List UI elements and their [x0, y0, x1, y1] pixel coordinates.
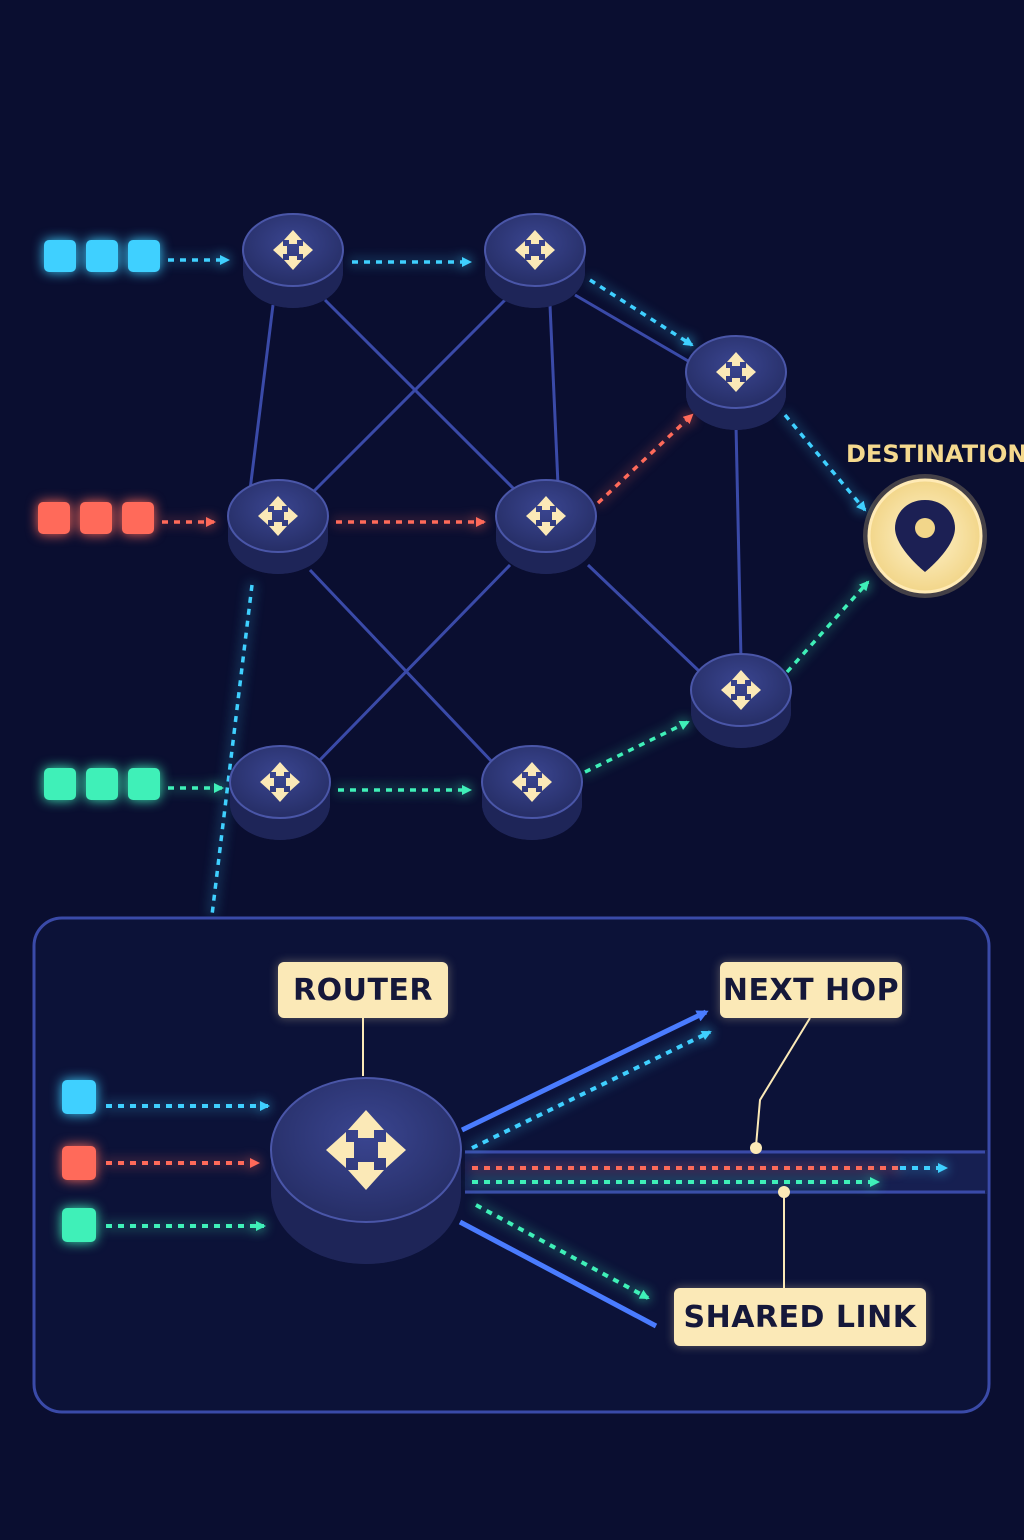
router-label: ROUTER: [278, 962, 448, 1018]
cube-icon: [38, 502, 70, 534]
four-way-arrow-icon: [721, 670, 761, 710]
router-node: [270, 1077, 462, 1264]
cube-icon: [44, 240, 76, 272]
next-hop-label: NEXT HOP: [720, 962, 902, 1018]
green-flows: [168, 580, 870, 795]
cube-icon: [80, 502, 112, 534]
cube-icon: [62, 1080, 96, 1114]
shared-link-band: [465, 1150, 987, 1194]
flow-cyan: [210, 584, 254, 916]
flow-cyan: [589, 278, 694, 347]
cube-icon: [122, 502, 154, 534]
router-node: [484, 213, 586, 308]
router-node: [242, 213, 344, 308]
four-way-arrow-icon: [258, 496, 298, 536]
router-node: [685, 335, 787, 430]
router-node: [495, 479, 597, 574]
four-way-arrow-icon: [260, 762, 300, 802]
outgoing-link-upper: [460, 1009, 709, 1133]
flow-green: [785, 580, 870, 674]
routers: [227, 213, 792, 840]
four-way-arrow-icon: [526, 496, 566, 536]
flow-green: [475, 1203, 650, 1300]
flow-red: [596, 413, 694, 505]
packets-green: [44, 768, 160, 800]
router-node: [690, 653, 792, 748]
next-hop-callout-line: [755, 1017, 811, 1147]
four-way-arrow-icon: [716, 352, 756, 392]
cube-icon: [128, 768, 160, 800]
shared-link-callout-dot: [778, 1186, 790, 1198]
link: [586, 563, 702, 674]
cube-icon: [86, 240, 118, 272]
next-hop-callout-dot: [750, 1142, 762, 1154]
router-large: [270, 1077, 462, 1264]
link: [308, 298, 507, 497]
router-node: [227, 479, 329, 574]
four-way-arrow-icon: [512, 762, 552, 802]
shared-link-label: SHARED LINK: [674, 1288, 926, 1346]
link: [548, 304, 560, 486]
link: [308, 568, 497, 767]
cube-icon: [62, 1146, 96, 1180]
flow-cyan: [783, 413, 867, 512]
link: [574, 293, 696, 367]
destination-label: DESTINATION: [846, 440, 1024, 468]
cyan-flows: [168, 255, 867, 916]
flow-green: [584, 720, 690, 774]
router-node: [481, 745, 583, 840]
outgoing-link-lower: [458, 1219, 658, 1329]
packets-cyan: [44, 240, 160, 272]
map-pin-icon: [895, 500, 955, 572]
mesh-links: [248, 293, 743, 767]
cube-icon: [128, 240, 160, 272]
link: [248, 304, 275, 491]
link: [313, 563, 512, 767]
four-way-arrow-icon: [273, 230, 313, 270]
cube-icon: [44, 768, 76, 800]
red-flows: [162, 413, 694, 527]
cube-icon: [62, 1208, 96, 1242]
link: [323, 298, 522, 497]
destination-node: [863, 474, 987, 598]
packets-red: [38, 502, 154, 534]
router-node: [229, 745, 331, 840]
flow-cyan: [471, 1030, 712, 1150]
four-way-arrow-icon: [326, 1110, 406, 1190]
link: [734, 424, 743, 661]
cube-icon: [86, 768, 118, 800]
four-way-arrow-icon: [515, 230, 555, 270]
